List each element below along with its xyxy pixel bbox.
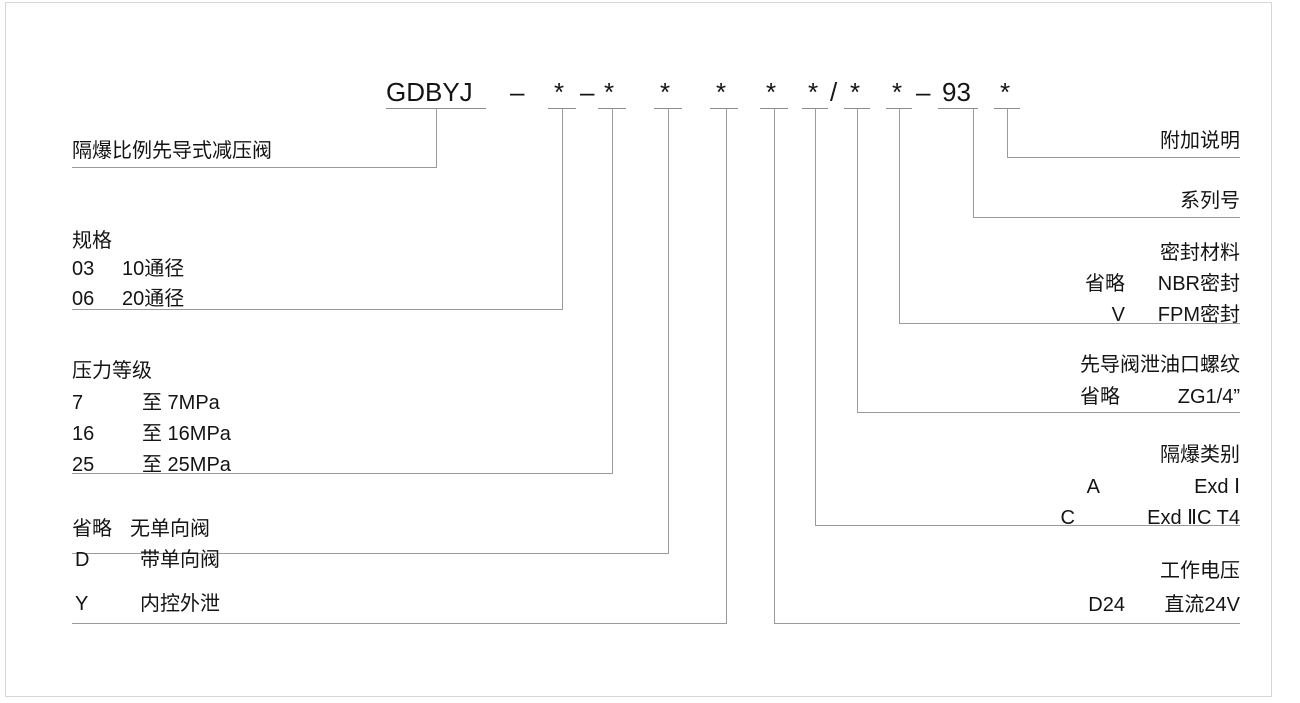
- leader-class-vertical: [815, 108, 816, 526]
- code-segment-dash-2: –: [580, 77, 595, 107]
- leader-product-name-horizontal: [72, 167, 437, 168]
- code-segment-class: *: [808, 77, 819, 107]
- label-pressure-value-7: 至 7MPa: [142, 392, 220, 414]
- label-check-valve-value-omit: 无单向阀: [130, 518, 210, 540]
- code-segment-series: 93: [942, 77, 971, 107]
- label-class-code-c: C: [1060, 507, 1075, 529]
- label-seal-code-v: V: [1111, 304, 1125, 326]
- code-underline-control-drain: [710, 108, 738, 109]
- code-underline-series: [938, 108, 978, 109]
- code-segment-dash-3: –: [916, 77, 931, 107]
- label-class-code-a: A: [1086, 476, 1100, 498]
- label-spec-title: 规格: [72, 230, 112, 252]
- label-class-value-a: Exd Ⅰ: [1194, 476, 1240, 498]
- leader-thread-horizontal: [857, 412, 1240, 413]
- code-segment-voltage: *: [766, 77, 777, 107]
- code-segment-check-valve: *: [660, 77, 671, 107]
- leader-voltage-vertical: [774, 108, 775, 624]
- label-thread-value: ZG1/4”: [1177, 386, 1240, 408]
- leader-note-vertical: [1007, 108, 1008, 158]
- leader-pressure-vertical: [612, 108, 613, 474]
- label-pressure-value-25: 至 25MPa: [142, 454, 231, 476]
- code-segment-control-drain: *: [716, 77, 727, 107]
- label-voltage-code-d24: D24: [1088, 594, 1125, 616]
- label-control-drain-code-y: Y: [75, 593, 89, 615]
- label-class-title: 隔爆类别: [1160, 444, 1240, 466]
- leader-product-name-vertical: [436, 108, 437, 168]
- code-segment-thread: *: [850, 77, 861, 107]
- label-additional-note: 附加说明: [1160, 130, 1240, 152]
- label-control-drain-value-y: 内控外泄: [140, 593, 220, 615]
- label-spec-code-06: 06: [72, 288, 95, 310]
- label-seal-title: 密封材料: [1160, 242, 1240, 264]
- label-thread-code-omit: 省略: [1080, 386, 1120, 408]
- leader-check-valve-vertical: [668, 108, 669, 554]
- leader-voltage-horizontal: [774, 623, 1240, 624]
- leader-seal-vertical: [899, 108, 900, 324]
- label-spec-code-03: 03: [72, 258, 95, 280]
- label-check-valve-code-omit: 省略: [72, 518, 112, 540]
- leader-control-drain-horizontal: [72, 623, 727, 624]
- label-series-number: 系列号: [1180, 190, 1240, 212]
- code-segment-slash: /: [830, 77, 838, 107]
- label-pressure-value-16: 至 16MPa: [142, 423, 231, 445]
- label-seal-value-nbr: NBR密封: [1157, 273, 1240, 295]
- label-pressure-code-16: 16: [72, 423, 95, 445]
- leader-control-drain-vertical: [726, 108, 727, 624]
- label-spec-value-03: 10通径: [122, 258, 185, 280]
- label-voltage-title: 工作电压: [1160, 560, 1240, 582]
- leader-series-vertical: [973, 108, 974, 218]
- label-seal-value-fpm: FPM密封: [1157, 304, 1240, 326]
- model-code-line: GDBYJ – * – * * * * * / * * – 93 *: [0, 72, 1300, 112]
- leader-pressure-horizontal: [72, 473, 613, 474]
- leader-series-horizontal: [973, 217, 1240, 218]
- code-segment-note: *: [1000, 77, 1011, 107]
- code-segment-spec: *: [554, 77, 565, 107]
- label-class-value-c: Exd ⅡC T4: [1147, 507, 1240, 529]
- label-seal-code-omit: 省略: [1085, 273, 1125, 295]
- leader-thread-vertical: [857, 108, 858, 413]
- code-segment-seal: *: [892, 77, 903, 107]
- diagram-frame: [5, 2, 1272, 697]
- label-check-valve-code-d: D: [75, 549, 90, 571]
- label-thread-title: 先导阀泄油口螺纹: [1080, 354, 1240, 376]
- label-pressure-title: 压力等级: [72, 360, 152, 382]
- leader-spec-vertical: [562, 108, 563, 310]
- code-segment-dash-1: –: [510, 77, 525, 107]
- leader-check-valve-horizontal: [72, 553, 669, 554]
- label-check-valve-value-d: 带单向阀: [140, 549, 220, 571]
- label-pressure-code-25: 25: [72, 454, 95, 476]
- leader-seal-horizontal: [899, 323, 1240, 324]
- label-pressure-code-7: 7: [72, 392, 84, 414]
- label-voltage-value-d24: 直流24V: [1164, 594, 1240, 616]
- label-product-name: 隔爆比例先导式减压阀: [72, 140, 272, 162]
- leader-class-horizontal: [815, 525, 1240, 526]
- label-spec-value-06: 20通径: [122, 288, 185, 310]
- leader-note-horizontal: [1007, 157, 1240, 158]
- code-segment-gdbyj: GDBYJ: [386, 77, 473, 107]
- leader-spec-horizontal: [72, 309, 563, 310]
- code-segment-pressure: *: [604, 77, 615, 107]
